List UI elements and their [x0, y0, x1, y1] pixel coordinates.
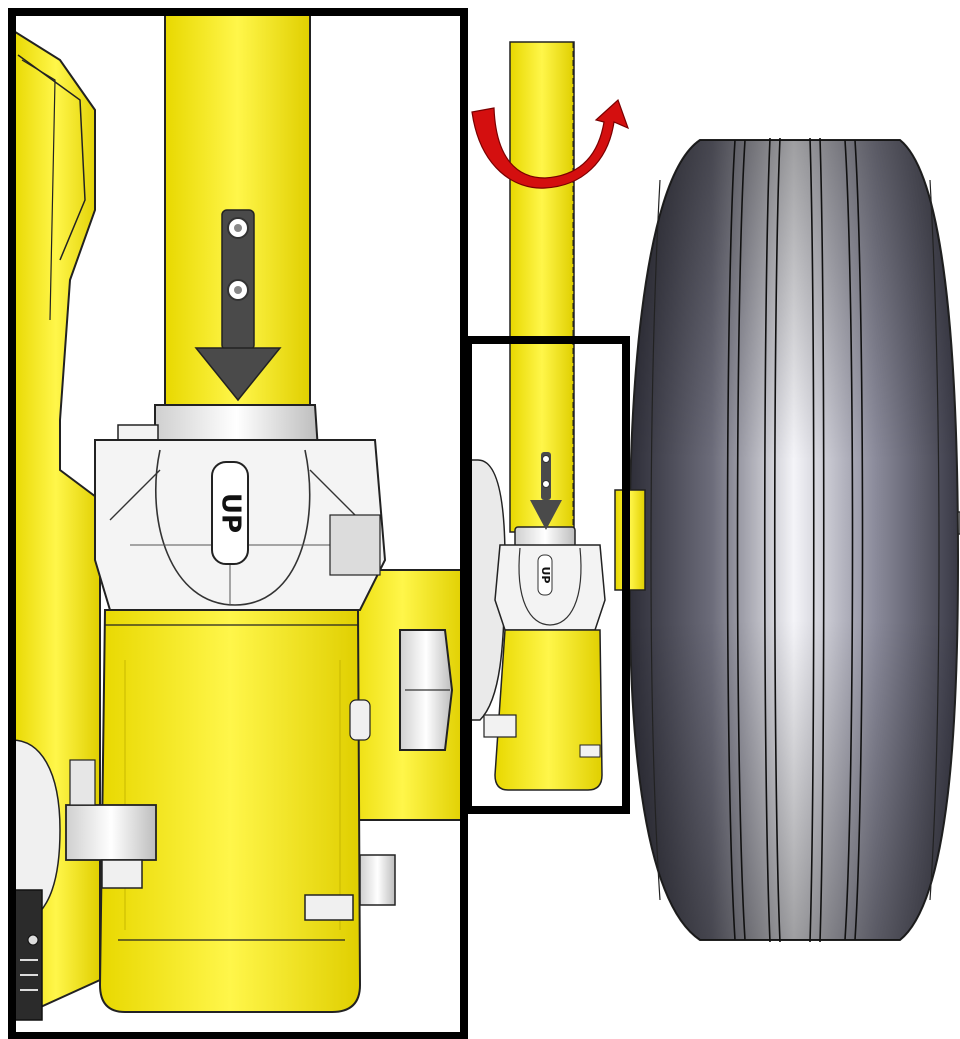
down-arrow-icon	[194, 209, 282, 402]
detail-frame	[8, 8, 468, 1039]
tire	[628, 137, 960, 943]
detail-view: UP	[12, 12, 464, 1036]
fitting-detail: UP	[94, 439, 387, 611]
lower-block-detail	[65, 609, 371, 1013]
down-arrow-icon	[530, 452, 562, 530]
up-marking-small: UP	[539, 567, 552, 584]
overview-view: UP	[464, 41, 960, 943]
collar	[514, 526, 576, 548]
rotation-arrow-icon	[471, 98, 630, 189]
left-housing	[12, 28, 101, 1022]
up-marking: UP	[216, 493, 246, 533]
lower-block	[494, 629, 603, 791]
